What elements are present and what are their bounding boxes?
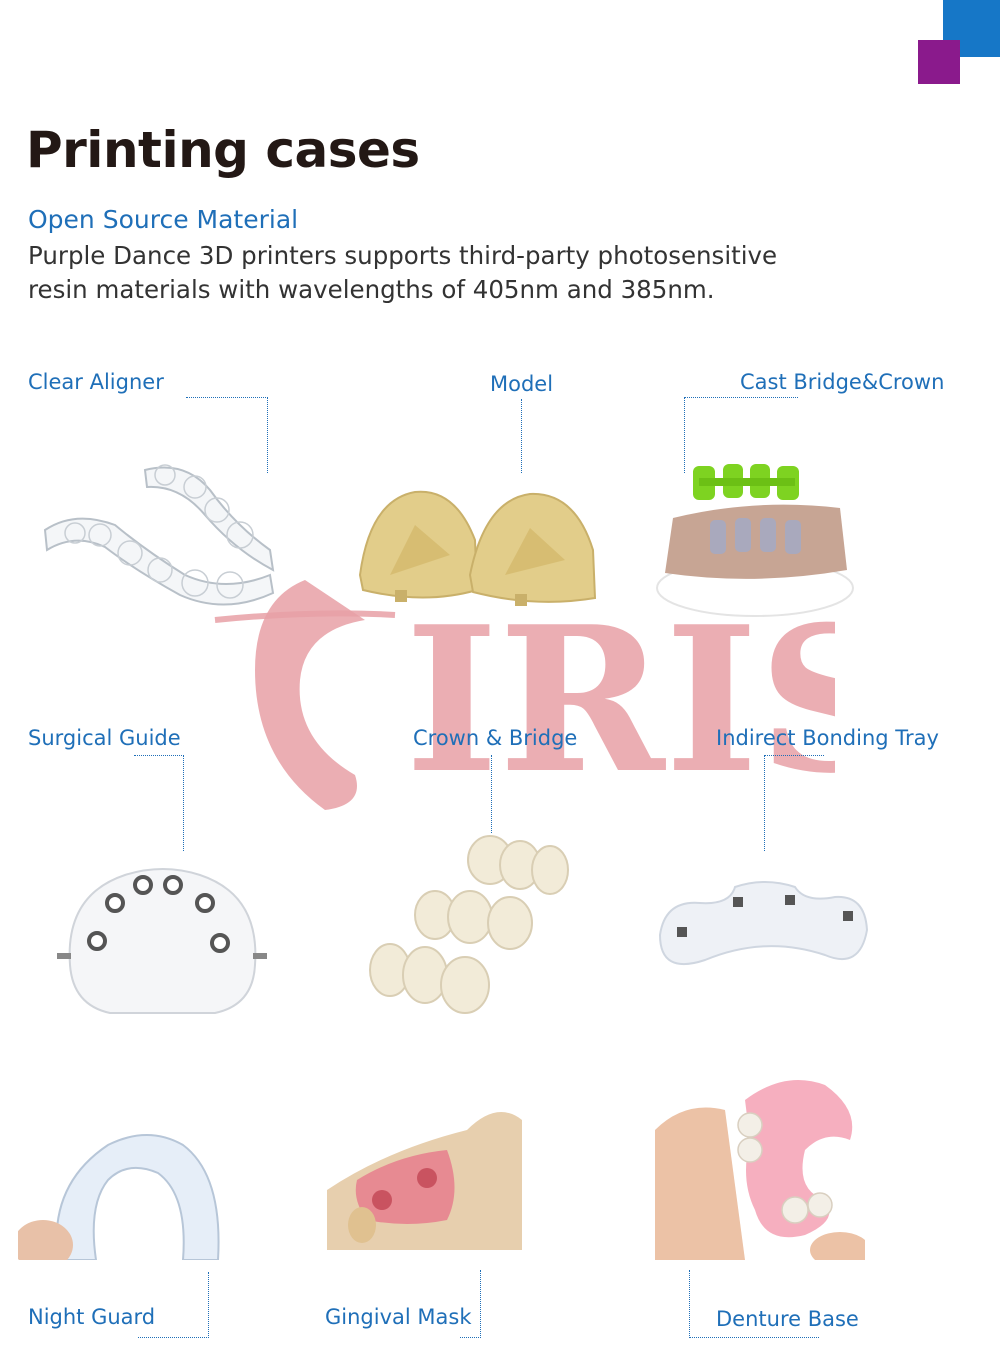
- model-image: [355, 480, 600, 610]
- clear-aligner-image: [35, 455, 280, 620]
- leader-line: [208, 1272, 209, 1338]
- leader-line: [138, 1337, 209, 1338]
- leader-line: [684, 397, 798, 398]
- leader-line: [764, 755, 765, 851]
- description-line-2: resin materials with wavelengths of 405n…: [28, 275, 715, 304]
- leader-line: [267, 397, 268, 473]
- leader-line: [684, 397, 685, 473]
- denture-base-image: [655, 1070, 865, 1260]
- case-label-denture-base: Denture Base: [716, 1307, 859, 1331]
- case-label-model: Model: [490, 372, 554, 396]
- case-label-clear-aligner: Clear Aligner: [28, 370, 164, 394]
- case-label-surgical-guide: Surgical Guide: [28, 726, 181, 750]
- crown-bridge-image: [365, 835, 570, 1020]
- indirect-bonding-tray-image: [655, 875, 870, 980]
- leader-line: [521, 399, 522, 473]
- case-label-cast-bridge-crown: Cast Bridge&Crown: [740, 370, 945, 394]
- case-label-indirect-bonding-tray: Indirect Bonding Tray: [716, 726, 939, 750]
- gingival-mask-image: [327, 1100, 522, 1250]
- leader-line: [186, 397, 268, 398]
- night-guard-image: [18, 1125, 233, 1260]
- surgical-guide-image: [55, 855, 270, 1015]
- cast-bridge-crown-image: [655, 458, 855, 623]
- leader-line: [689, 1337, 819, 1338]
- leader-line: [480, 1270, 481, 1338]
- description-line-1: Purple Dance 3D printers supports third-…: [28, 241, 778, 270]
- leader-line: [491, 755, 492, 833]
- corner-purple-square: [918, 40, 960, 84]
- leader-line: [183, 755, 184, 851]
- case-label-crown-bridge: Crown & Bridge: [413, 726, 578, 750]
- section-subtitle: Open Source Material: [28, 205, 299, 234]
- case-label-night-guard: Night Guard: [28, 1305, 156, 1329]
- leader-line: [764, 755, 824, 756]
- case-label-gingival-mask: Gingival Mask: [325, 1305, 472, 1329]
- leader-line: [134, 755, 184, 756]
- leader-line: [689, 1270, 690, 1338]
- section-description: Purple Dance 3D printers supports third-…: [28, 239, 828, 307]
- page-title: Printing cases: [26, 121, 420, 179]
- leader-line: [460, 1337, 481, 1338]
